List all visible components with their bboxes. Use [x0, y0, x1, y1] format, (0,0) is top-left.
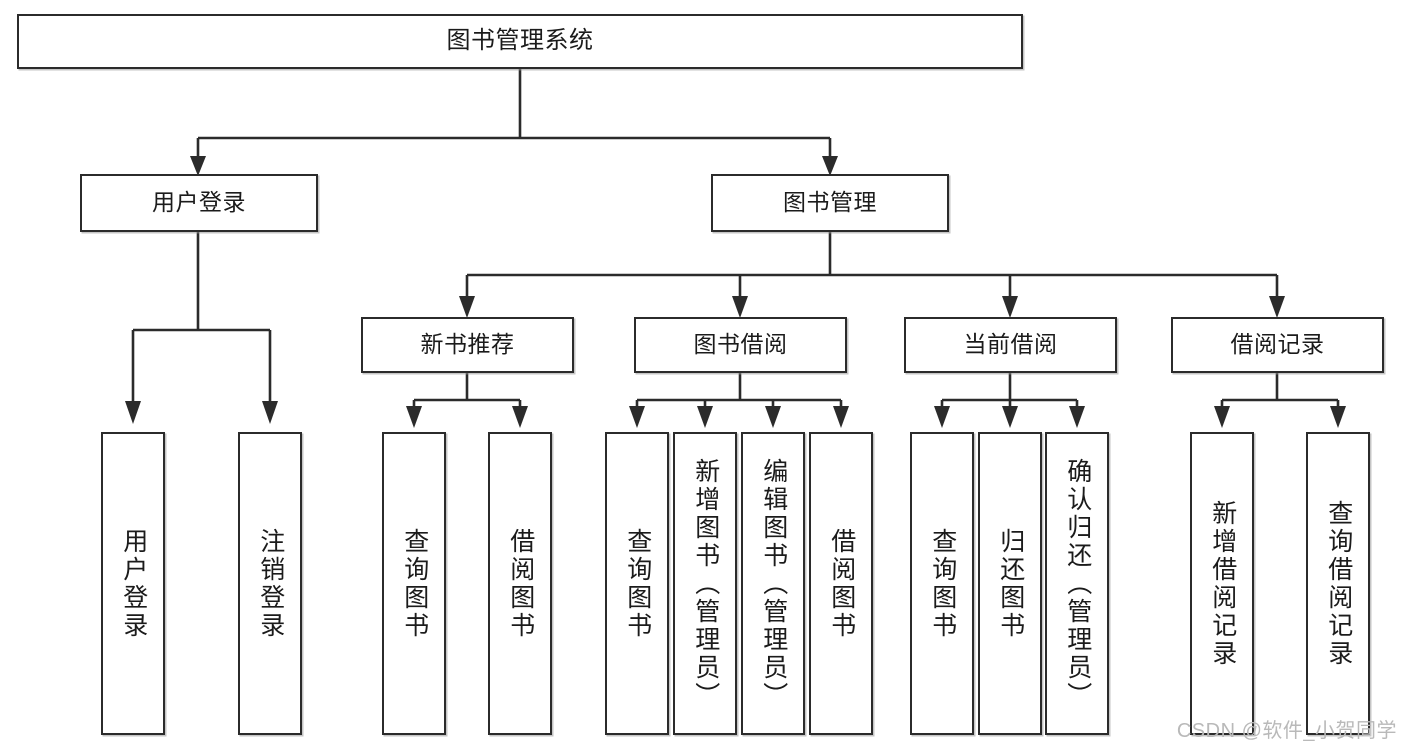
node-leaf-query-record-label: 查询借阅记录 — [1324, 499, 1353, 668]
edge-borrowrecord-to-leaves — [1214, 373, 1346, 428]
edge-currentborrow-to-leaves — [934, 373, 1085, 428]
edge-newbook-to-leaves — [406, 373, 528, 428]
node-leaf-query-book-3[interactable]: 查询图书 — [910, 432, 974, 735]
node-leaf-edit-book-label: 编辑图书（管理员） — [759, 457, 788, 710]
node-leaf-query-record[interactable]: 查询借阅记录 — [1306, 432, 1370, 735]
node-root-label: 图书管理系统 — [446, 27, 594, 55]
node-leaf-return-book[interactable]: 归还图书 — [978, 432, 1042, 735]
node-leaf-return-book-label: 归还图书 — [996, 527, 1025, 640]
node-leaf-query-book-3-label: 查询图书 — [928, 527, 957, 640]
node-leaf-confirm-return-label: 确认归还（管理员） — [1063, 457, 1092, 710]
node-leaf-borrow-book-2[interactable]: 借阅图书 — [809, 432, 873, 735]
node-leaf-borrow-book-1-label: 借阅图书 — [506, 527, 535, 640]
node-current-borrow-label: 当前借阅 — [963, 331, 1058, 358]
node-leaf-borrow-book-1[interactable]: 借阅图书 — [488, 432, 552, 735]
watermark: CSDN @软件_小贺同学 — [1176, 720, 1397, 742]
node-new-book-recommend-label: 新书推荐 — [420, 331, 515, 358]
node-root[interactable]: 图书管理系统 — [17, 14, 1023, 69]
node-leaf-query-book-1-label: 查询图书 — [400, 527, 429, 640]
node-user-login[interactable]: 用户登录 — [80, 174, 318, 232]
node-leaf-add-record-label: 新增借阅记录 — [1208, 499, 1237, 668]
node-book-manage[interactable]: 图书管理 — [711, 174, 949, 232]
node-current-borrow[interactable]: 当前借阅 — [904, 317, 1117, 373]
node-leaf-edit-book[interactable]: 编辑图书（管理员） — [741, 432, 805, 735]
node-book-manage-label: 图书管理 — [783, 189, 877, 216]
node-borrow-record-label: 借阅记录 — [1230, 331, 1325, 358]
node-leaf-query-book-2-label: 查询图书 — [623, 527, 652, 640]
edge-bookborrow-to-leaves — [629, 373, 849, 428]
node-leaf-add-record[interactable]: 新增借阅记录 — [1190, 432, 1254, 735]
node-leaf-logout[interactable]: 注销登录 — [238, 432, 302, 735]
edge-root-to-level2 — [190, 69, 838, 176]
node-book-borrow-label: 图书借阅 — [693, 331, 788, 358]
node-book-borrow[interactable]: 图书借阅 — [634, 317, 847, 373]
node-leaf-add-book-label: 新增图书（管理员） — [691, 457, 720, 710]
node-leaf-query-book-1[interactable]: 查询图书 — [382, 432, 446, 735]
node-leaf-query-book-2[interactable]: 查询图书 — [605, 432, 669, 735]
edge-bookmanage-to-level3 — [459, 232, 1285, 318]
edge-userlogin-to-leaves — [125, 232, 278, 424]
node-borrow-record[interactable]: 借阅记录 — [1171, 317, 1384, 373]
node-user-login-label: 用户登录 — [152, 189, 246, 216]
node-leaf-logout-label: 注销登录 — [256, 527, 285, 640]
node-leaf-confirm-return[interactable]: 确认归还（管理员） — [1045, 432, 1109, 735]
node-leaf-user-login-label: 用户登录 — [119, 527, 148, 640]
node-new-book-recommend[interactable]: 新书推荐 — [361, 317, 574, 373]
node-leaf-borrow-book-2-label: 借阅图书 — [827, 527, 856, 640]
node-leaf-user-login[interactable]: 用户登录 — [101, 432, 165, 735]
node-leaf-add-book[interactable]: 新增图书（管理员） — [673, 432, 737, 735]
